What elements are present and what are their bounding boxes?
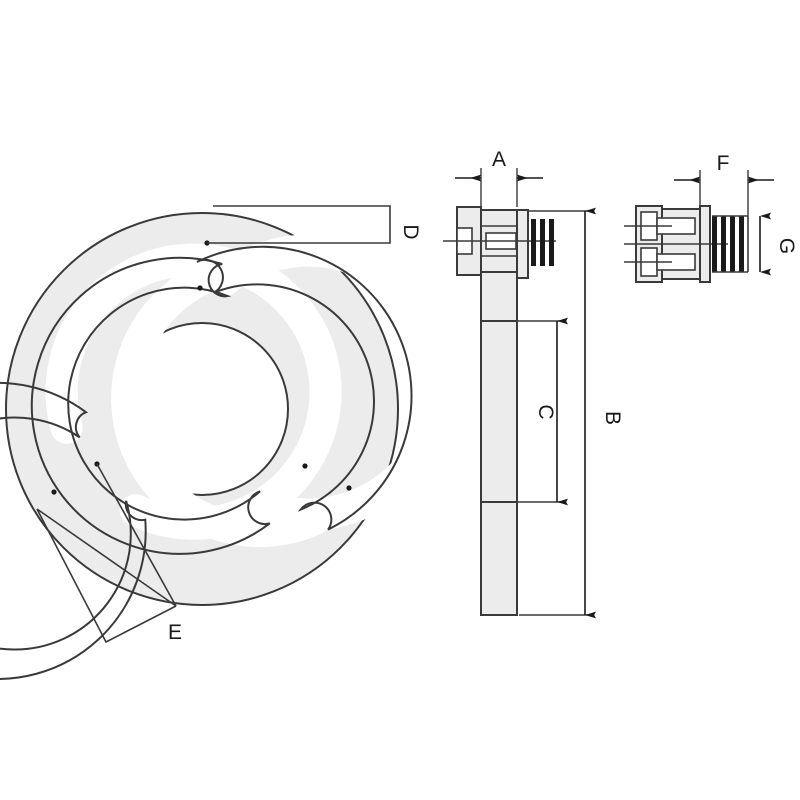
thread-detail-view: F G [624, 152, 798, 283]
dim-label-B: B [601, 411, 624, 425]
callout-E-leader-1 [96, 463, 177, 607]
callout-D: D [207, 205, 422, 244]
dim-label-G: G [775, 238, 798, 254]
callout-E-leader-3 [36, 508, 177, 644]
dimension-B: B [519, 207, 624, 619]
disc-slots [45, 234, 456, 547]
slot-center-dot [51, 489, 57, 495]
detail-thread-hatching [712, 216, 744, 272]
callout-E-leader-2 [36, 508, 177, 607]
shaft-lower-segment [480, 501, 518, 616]
dim-label-A: A [492, 148, 506, 171]
front-disc-view: D E [0, 200, 456, 680]
slot-center-dot [302, 463, 308, 469]
dimension-C: C [517, 317, 568, 506]
callout-D-leader [207, 205, 391, 244]
thread-hatching [531, 219, 554, 266]
dim-label-F: F [717, 152, 730, 175]
disc-slot-outlines [0, 245, 413, 680]
dimension-F: F [674, 152, 774, 216]
callout-E: E [36, 463, 182, 644]
side-section-view: A B C [443, 148, 624, 619]
dim-label-E: E [168, 621, 182, 644]
dim-label-C: C [534, 404, 557, 419]
head-collar [516, 209, 529, 279]
slot-center-dot [197, 285, 203, 291]
dim-label-D: D [399, 224, 422, 239]
disc-outer-circle [5, 212, 399, 606]
dimension-G: G [759, 212, 798, 276]
shaft-middle-segment [480, 320, 518, 503]
dimension-A: A [455, 148, 543, 207]
slot-center-dot [346, 485, 352, 491]
